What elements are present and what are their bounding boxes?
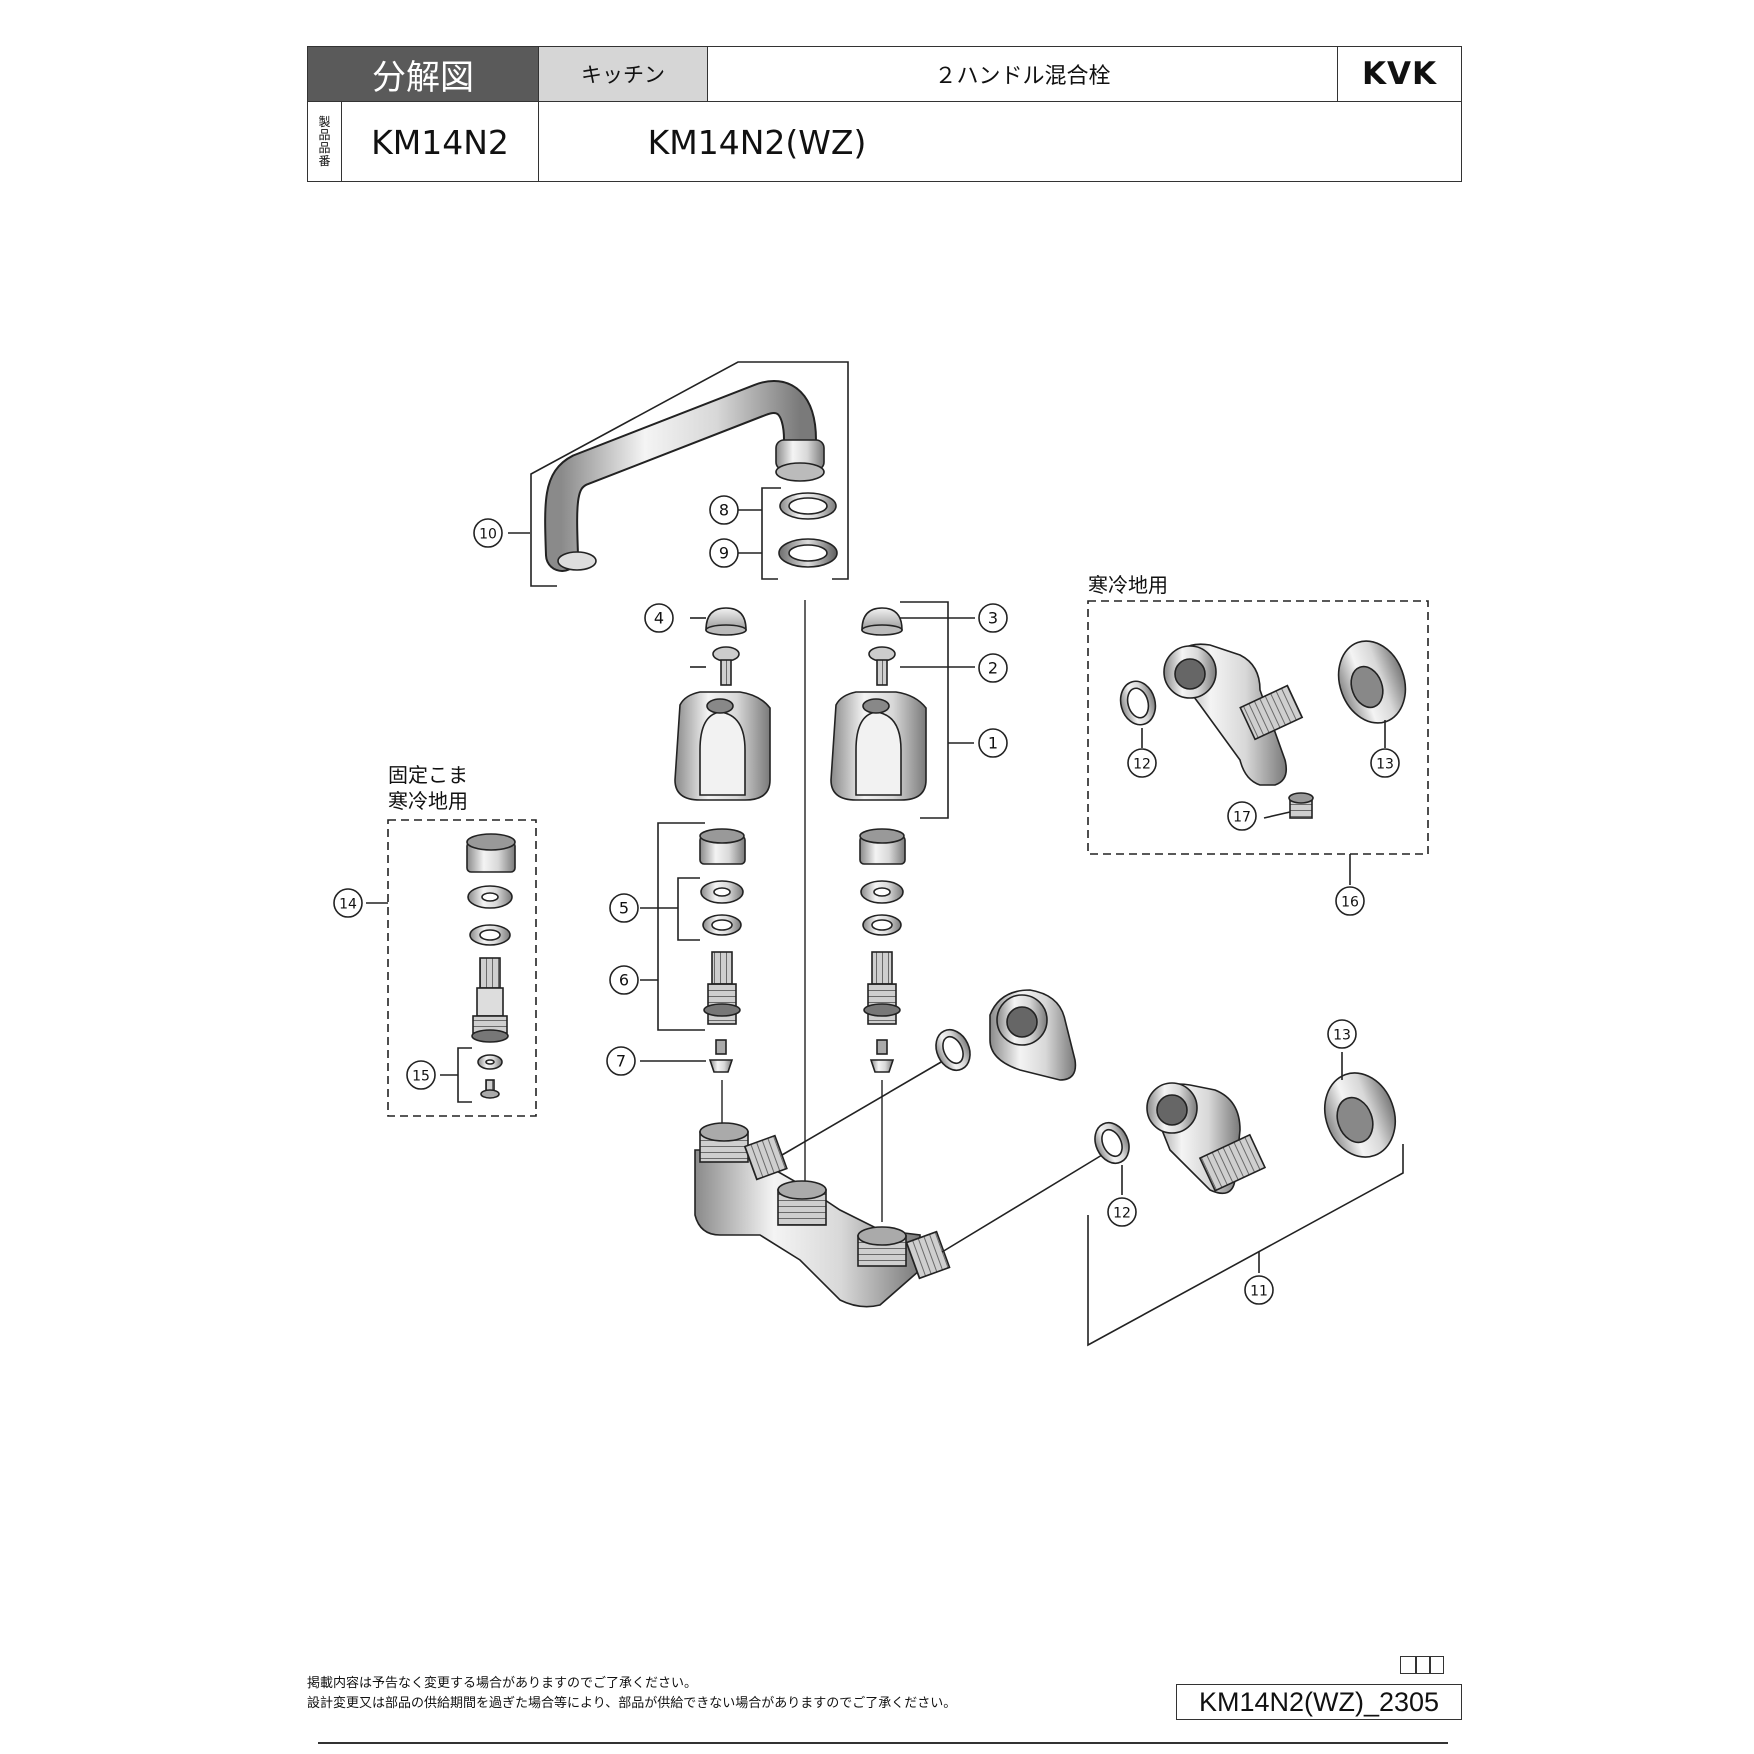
callout-number: 1 (988, 734, 998, 753)
model-row: 製 品 品 番 KM14N2 KM14N2(WZ) (308, 101, 1461, 182)
callout-number: 17 (1233, 810, 1251, 826)
elbow-cold (1163, 643, 1304, 786)
category-label: キッチン (539, 47, 708, 101)
screw-left (712, 646, 740, 686)
gland-nut-left (699, 828, 746, 865)
callout-13: 13 (1370, 748, 1400, 778)
fixed-core-cold-label: 寒冷地用 (388, 789, 468, 813)
gasket-12-lower (1094, 1122, 1130, 1164)
callout-13: 13 (1327, 1019, 1357, 1049)
callout-15: 15 (406, 1060, 436, 1090)
gland-nut-cold (466, 833, 516, 873)
product-name: ２ハンドル混合栓 (708, 47, 1338, 101)
callout-10: 10 (473, 518, 503, 548)
callout-8: 8 (709, 495, 739, 525)
cold-region-label: 寒冷地用 (1088, 573, 1168, 597)
doc-code: KM14N2(WZ)_2305 (1176, 1684, 1462, 1720)
callout-number: 8 (719, 501, 729, 520)
washer-right-1 (860, 880, 904, 904)
callout-number: 14 (339, 897, 357, 913)
callout-6: 6 (609, 965, 639, 995)
callout-9: 9 (709, 538, 739, 568)
spindle-cold (471, 957, 509, 1043)
spout-bracket (530, 361, 849, 587)
gasket-12-cold (1119, 680, 1157, 726)
callout-number: 12 (1113, 1206, 1131, 1222)
callout-number: 7 (616, 1052, 626, 1071)
washer-left-2 (702, 914, 742, 936)
header-table: 分解図 キッチン ２ハンドル混合栓 KVK 製 品 品 番 KM14N2 KM1… (307, 46, 1462, 182)
bottom-rule (318, 1742, 1448, 1744)
gasket-upper (935, 1029, 971, 1071)
callout-4: 4 (644, 603, 674, 633)
screw-right (868, 646, 896, 686)
callout-number: 4 (654, 609, 664, 628)
spindle-right (863, 951, 901, 1025)
core-7-right (869, 1039, 895, 1073)
spindle-left (703, 951, 741, 1025)
fixed-core-label: 固定こま (388, 763, 468, 787)
cap-3 (861, 607, 903, 636)
callout-number: 3 (988, 609, 998, 628)
callout-5: 5 (609, 893, 639, 923)
callout-12: 12 (1107, 1197, 1137, 1227)
flange-13-cold (1337, 640, 1407, 724)
washer-cold-2 (469, 924, 511, 946)
elbow-11 (1146, 1082, 1267, 1195)
flange-13-lower (1324, 1072, 1396, 1158)
callout-number: 6 (619, 971, 629, 990)
doc-title: 分解図 (308, 47, 539, 101)
callout-number: 13 (1376, 757, 1394, 773)
callout-number: 13 (1333, 1028, 1351, 1044)
callout-number: 5 (619, 899, 629, 918)
callout-number: 11 (1250, 1284, 1268, 1300)
elbow-upper (989, 989, 1077, 1081)
callout-number: 10 (479, 527, 497, 543)
callout-1: 1 (978, 728, 1008, 758)
core-7-left (708, 1039, 734, 1073)
washer-cold-1 (467, 885, 513, 909)
footer-note-2: 設計変更又は部品の供給期間を過ぎた場合等により、部品が供給できない場合があります… (307, 1696, 957, 1711)
cold-region-box (1087, 600, 1429, 855)
callout-12: 12 (1127, 748, 1157, 778)
core-washer-15 (477, 1054, 503, 1070)
washer-left-1 (700, 880, 744, 904)
footer-note-1: 掲載内容は予告なく変更する場合がありますのでご了承ください。 (307, 1676, 698, 1691)
handle-right (830, 691, 927, 801)
core-screw-15 (480, 1079, 500, 1099)
model-variant: KM14N2(WZ) (647, 122, 867, 162)
callout-16: 16 (1335, 886, 1365, 916)
washer-right-2 (862, 914, 902, 936)
faucet-body (694, 1122, 951, 1308)
drain-plug-17 (1288, 792, 1314, 819)
callout-2: 2 (978, 653, 1008, 683)
gland-nut-right (859, 828, 906, 865)
brand-logo: KVK (1361, 56, 1438, 92)
revision-box (1400, 1656, 1444, 1674)
callout-17: 17 (1227, 801, 1257, 831)
callout-number: 12 (1133, 757, 1151, 773)
ring-9 (778, 538, 838, 568)
callout-7: 7 (606, 1046, 636, 1076)
handle-left (674, 691, 771, 801)
callout-11: 11 (1244, 1275, 1274, 1305)
product-number-label: 製 品 品 番 (308, 102, 342, 182)
callout-number: 15 (412, 1069, 430, 1085)
ring-8 (779, 492, 837, 520)
callout-14: 14 (333, 888, 363, 918)
cap-4 (705, 607, 747, 636)
model-number: KM14N2 (342, 102, 539, 182)
callout-3: 3 (978, 603, 1008, 633)
callout-number: 16 (1341, 895, 1359, 911)
callout-number: 2 (988, 659, 998, 678)
callout-number: 9 (719, 544, 729, 563)
spout-nut (775, 439, 825, 482)
